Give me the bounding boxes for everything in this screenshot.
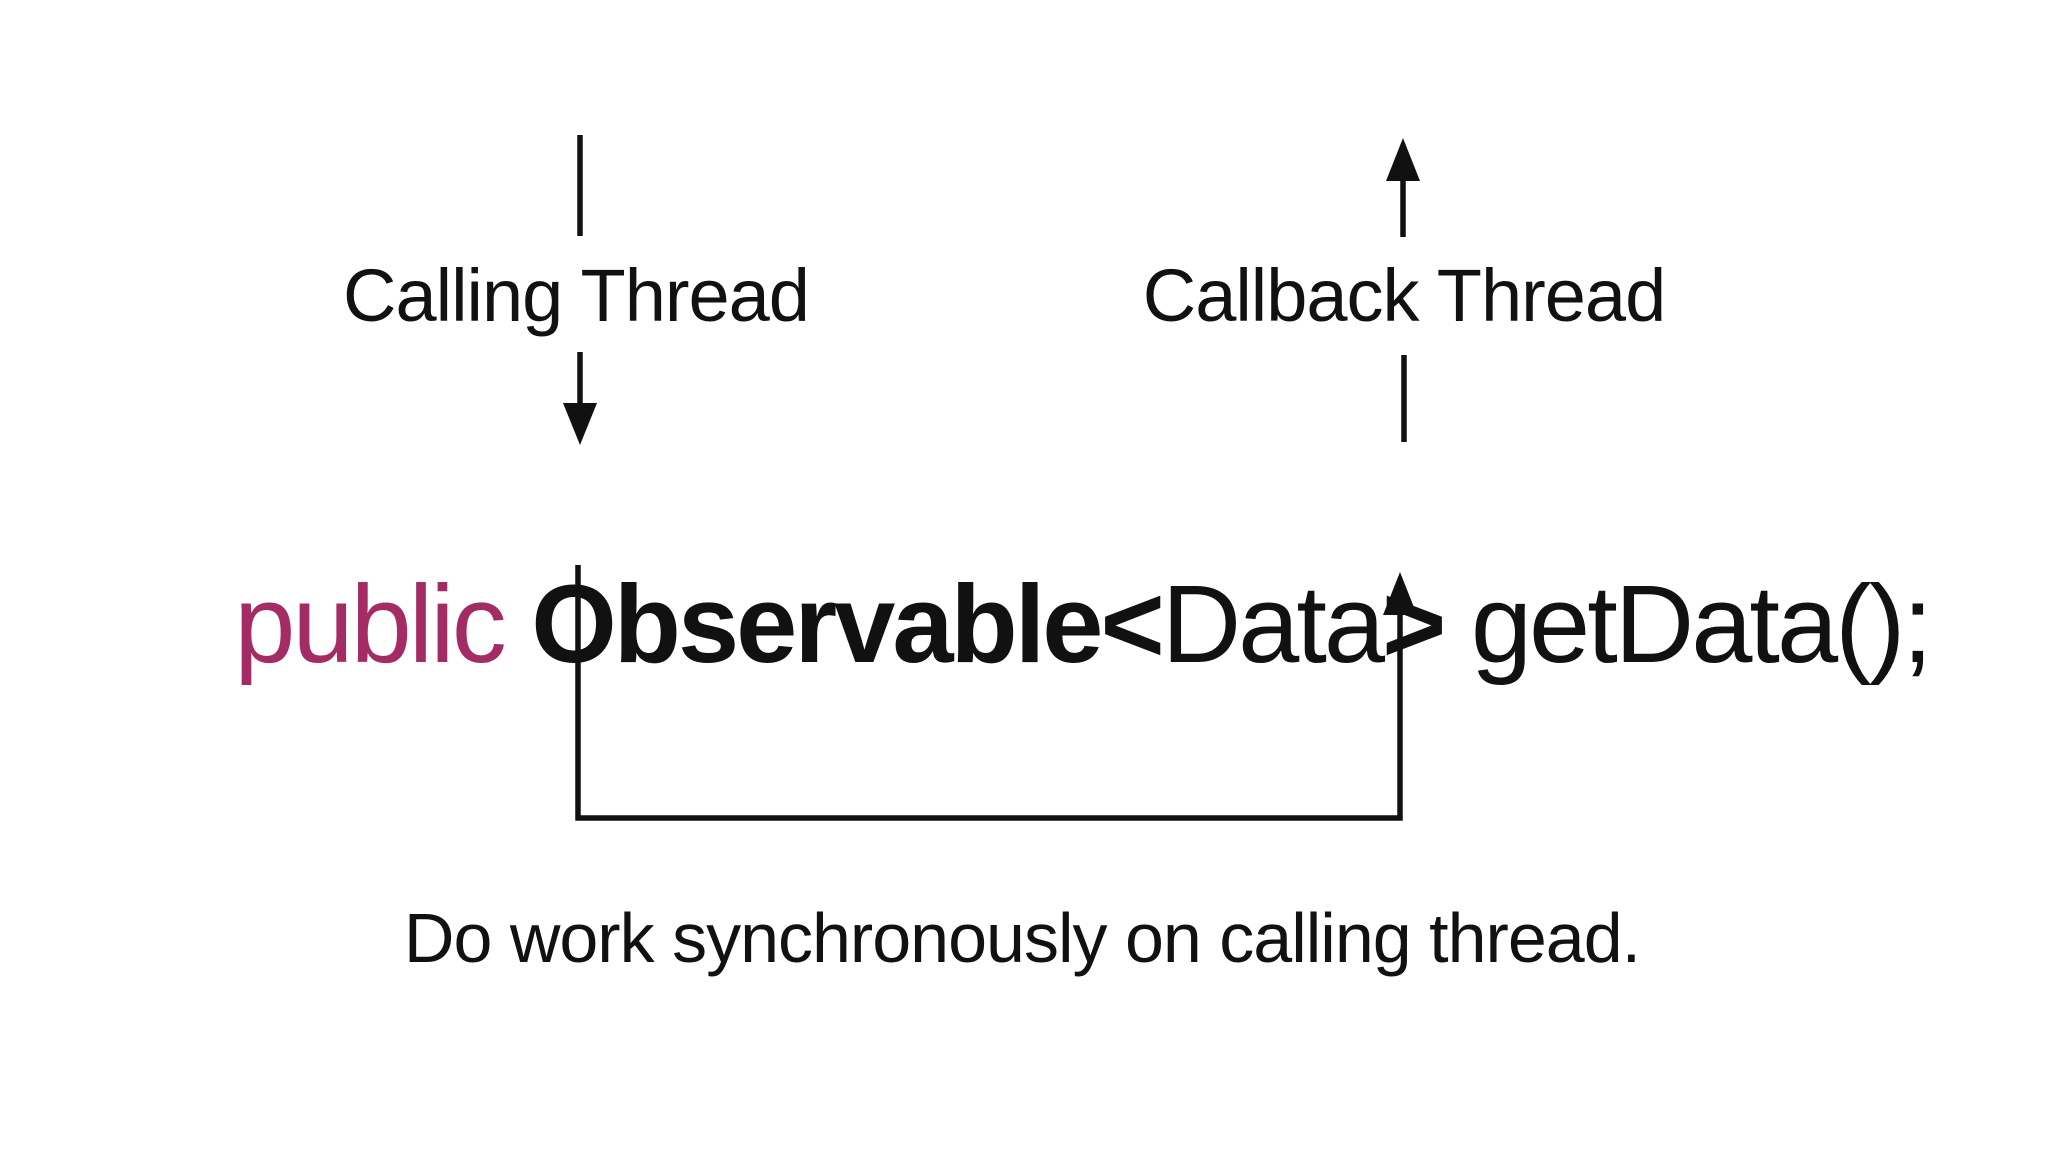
arrow-down-icon xyxy=(563,352,597,445)
code-line: public Observable<Data> getData(); xyxy=(124,460,1933,790)
calling-thread-label: Calling Thread xyxy=(343,254,810,337)
code-generic-type-data: Data xyxy=(1161,563,1385,686)
code-method-getdata: getData(); xyxy=(1443,563,1933,686)
code-generic-close-bracket: > xyxy=(1382,563,1446,686)
code-generic-open-bracket: < xyxy=(1100,563,1164,686)
code-class-observable: Observable xyxy=(531,563,1103,686)
callback-thread-label: Callback Thread xyxy=(1142,254,1666,337)
arrow-up-icon xyxy=(1386,138,1420,237)
u-loop-arrow-icon xyxy=(575,565,1417,821)
code-keyword-public: public xyxy=(234,563,532,686)
caption-text: Do work synchronously on calling thread. xyxy=(403,899,1641,977)
